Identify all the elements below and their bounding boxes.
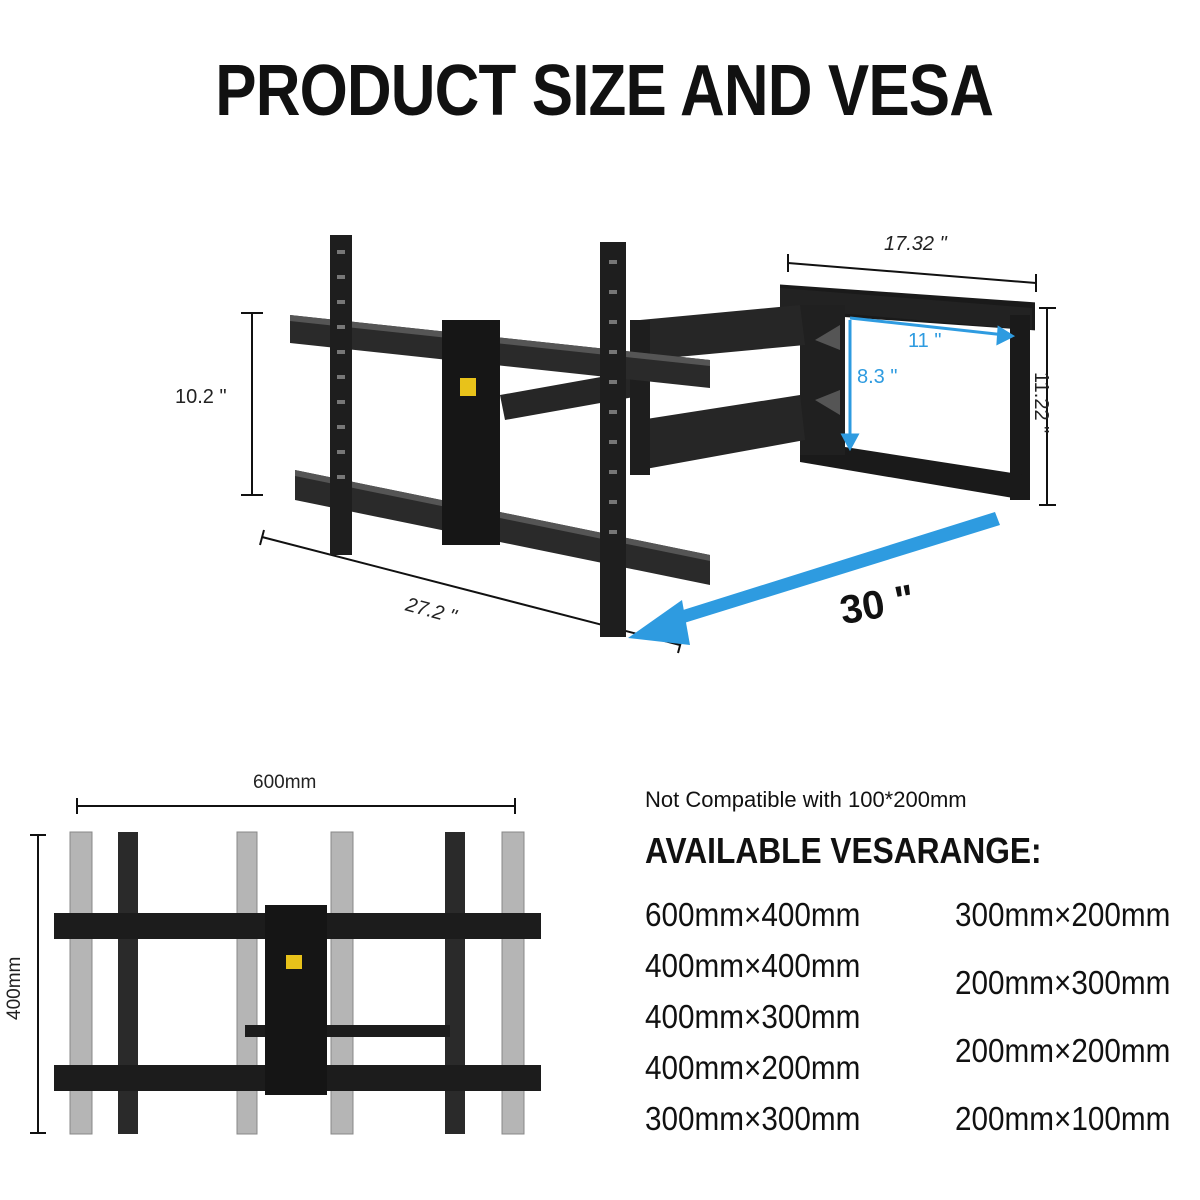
plate-dimension-arrows bbox=[840, 316, 1016, 452]
vesa-item: 600mm×400mm bbox=[645, 896, 861, 933]
plate-height-label: 8.3 " bbox=[857, 366, 898, 388]
dark-uprights bbox=[118, 832, 465, 1134]
vertical-uprights bbox=[330, 235, 626, 637]
vesa-list-left: 600mm×400mm 400mm×400mm 400mm×300mm 400m… bbox=[645, 889, 860, 1144]
front-dimension-lines bbox=[30, 798, 516, 1134]
warning-badge-icon bbox=[460, 378, 476, 396]
extension-arrow bbox=[628, 512, 1000, 645]
page-title: PRODUCT SIZE AND VESA bbox=[215, 51, 994, 131]
wall-height-label: 10.2 " bbox=[175, 386, 227, 408]
vesa-item: 400mm×200mm bbox=[645, 1049, 861, 1086]
plate-width-label: 11 " bbox=[908, 330, 942, 352]
front-height-label: 400mm bbox=[4, 956, 25, 1020]
gray-uprights bbox=[69, 831, 525, 1135]
tv-plate bbox=[780, 284, 1035, 500]
vesa-item: 300mm×300mm bbox=[645, 1100, 861, 1137]
vesa-item: 200mm×200mm bbox=[955, 1032, 1171, 1069]
front-warning-badge-icon bbox=[286, 955, 302, 969]
vesa-heading: AVAILABLE VESARANGE: bbox=[645, 830, 1042, 871]
vesa-item: 200mm×300mm bbox=[955, 964, 1171, 1001]
front-center-plate bbox=[265, 905, 327, 1095]
vesa-item: 300mm×200mm bbox=[955, 896, 1171, 933]
front-width-label: 600mm bbox=[253, 772, 317, 793]
vesa-list-right: 300mm×200mm 200mm×300mm 200mm×200mm 200m… bbox=[955, 889, 1170, 1161]
center-plate bbox=[442, 320, 500, 545]
compatibility-note: Not Compatible with 100*200mm bbox=[645, 787, 967, 812]
arm-width-label: 17.32 " bbox=[884, 233, 947, 255]
vesa-item: 400mm×300mm bbox=[645, 998, 861, 1035]
vesa-item: 400mm×400mm bbox=[645, 947, 861, 984]
vesa-item: 200mm×100mm bbox=[955, 1100, 1171, 1137]
